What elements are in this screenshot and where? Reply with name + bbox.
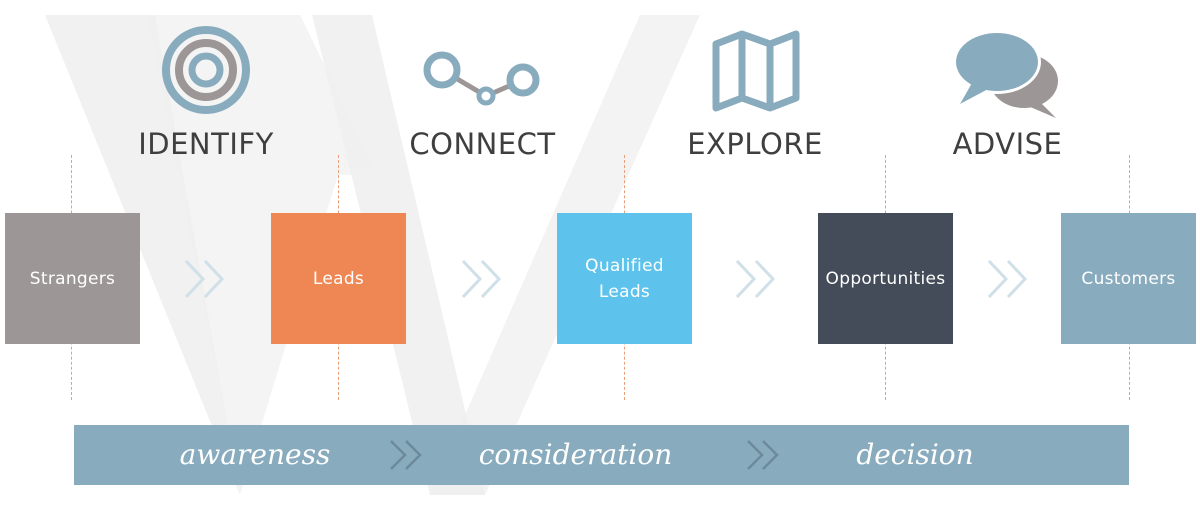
phase-awareness: awareness xyxy=(179,438,331,471)
folded-map-icon xyxy=(712,30,800,112)
stage-label-advise: ADVISE xyxy=(952,127,1063,161)
box-opportunities-label: Opportunities xyxy=(825,268,946,289)
box-customers: Customers xyxy=(1061,213,1196,344)
stage-label-explore: EXPLORE xyxy=(687,127,823,161)
box-leads: Leads xyxy=(271,213,406,344)
box-qualified-leads-line2: Leads xyxy=(598,281,651,302)
chevron-right-icon xyxy=(184,259,225,299)
chevron-right-icon xyxy=(390,440,422,470)
box-strangers-label: Strangers xyxy=(29,268,116,289)
phase-consideration: consideration xyxy=(478,438,673,471)
box-leads-label: Leads xyxy=(312,268,365,289)
connection-nodes-icon xyxy=(423,51,540,106)
chat-bubbles-icon xyxy=(953,30,1058,118)
phase-band xyxy=(74,425,1129,485)
stage-label-connect: CONNECT xyxy=(409,127,556,161)
chevron-right-icon xyxy=(987,259,1028,299)
box-customers-label: Customers xyxy=(1081,268,1176,289)
phase-decision: decision xyxy=(856,438,974,471)
stage-label-identify: IDENTIFY xyxy=(138,127,274,161)
chevron-right-icon xyxy=(735,259,776,299)
chevron-right-icon xyxy=(461,259,502,299)
box-qualified-leads-line1: Qualified xyxy=(585,255,664,276)
box-opportunities: Opportunities xyxy=(818,213,953,344)
target-icon xyxy=(162,26,250,114)
chevron-right-icon xyxy=(747,440,779,470)
box-strangers: Strangers xyxy=(5,213,140,344)
box-qualified-leads: Qualified Leads xyxy=(557,213,692,344)
